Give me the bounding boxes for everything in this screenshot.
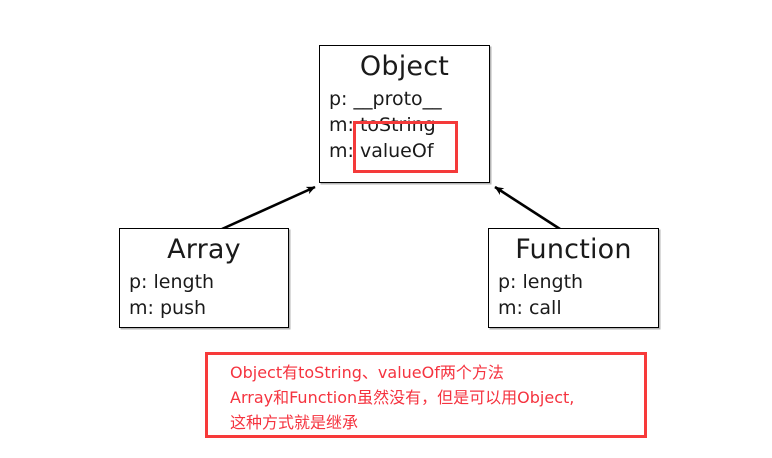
member-row: m: toString: [329, 112, 489, 138]
annotation-line: 这种方式就是继承: [230, 413, 359, 432]
member-name: length: [153, 271, 215, 293]
class-box-array-title: Array: [167, 234, 241, 265]
member-kind: m:: [329, 114, 354, 136]
class-box-array-members: p: length m: push: [120, 269, 288, 321]
member-kind: m:: [498, 297, 523, 319]
arrow-array-to-object: [221, 185, 316, 231]
class-box-function[interactable]: Function p: length m: call: [488, 228, 659, 328]
member-row: m: valueOf: [329, 138, 489, 164]
member-name: toString: [359, 114, 436, 136]
class-box-object-members: p: __proto__ m: toString m: valueOf: [320, 86, 489, 164]
member-row: p: length: [498, 269, 658, 295]
class-box-array[interactable]: Array p: length m: push: [119, 228, 289, 328]
arrow-function-to-object: [494, 185, 561, 231]
member-name: push: [159, 297, 207, 319]
class-box-function-title: Function: [515, 234, 632, 265]
class-box-function-members: p: length m: call: [489, 269, 658, 321]
member-name: length: [522, 271, 584, 293]
member-row: p: length: [129, 269, 288, 295]
member-name: call: [528, 297, 562, 319]
annotation-line: Array和Function虽然没有，但是可以用Object,: [230, 388, 575, 407]
member-kind: p:: [498, 271, 517, 293]
member-row: m: push: [129, 295, 288, 321]
member-name: valueOf: [359, 140, 434, 162]
member-row: m: call: [498, 295, 658, 321]
member-kind: p:: [129, 271, 148, 293]
member-row: p: __proto__: [329, 86, 489, 112]
member-kind: m:: [329, 140, 354, 162]
annotation-line: Object有toString、valueOf两个方法: [230, 363, 504, 382]
annotation-note: Object有toString、valueOf两个方法 Array和Functi…: [205, 352, 647, 438]
class-box-object[interactable]: Object p: __proto__ m: toString m: value…: [319, 45, 490, 183]
class-box-object-title: Object: [359, 51, 450, 82]
member-kind: p:: [329, 88, 348, 110]
member-kind: m:: [129, 297, 154, 319]
member-name: __proto__: [353, 88, 442, 110]
